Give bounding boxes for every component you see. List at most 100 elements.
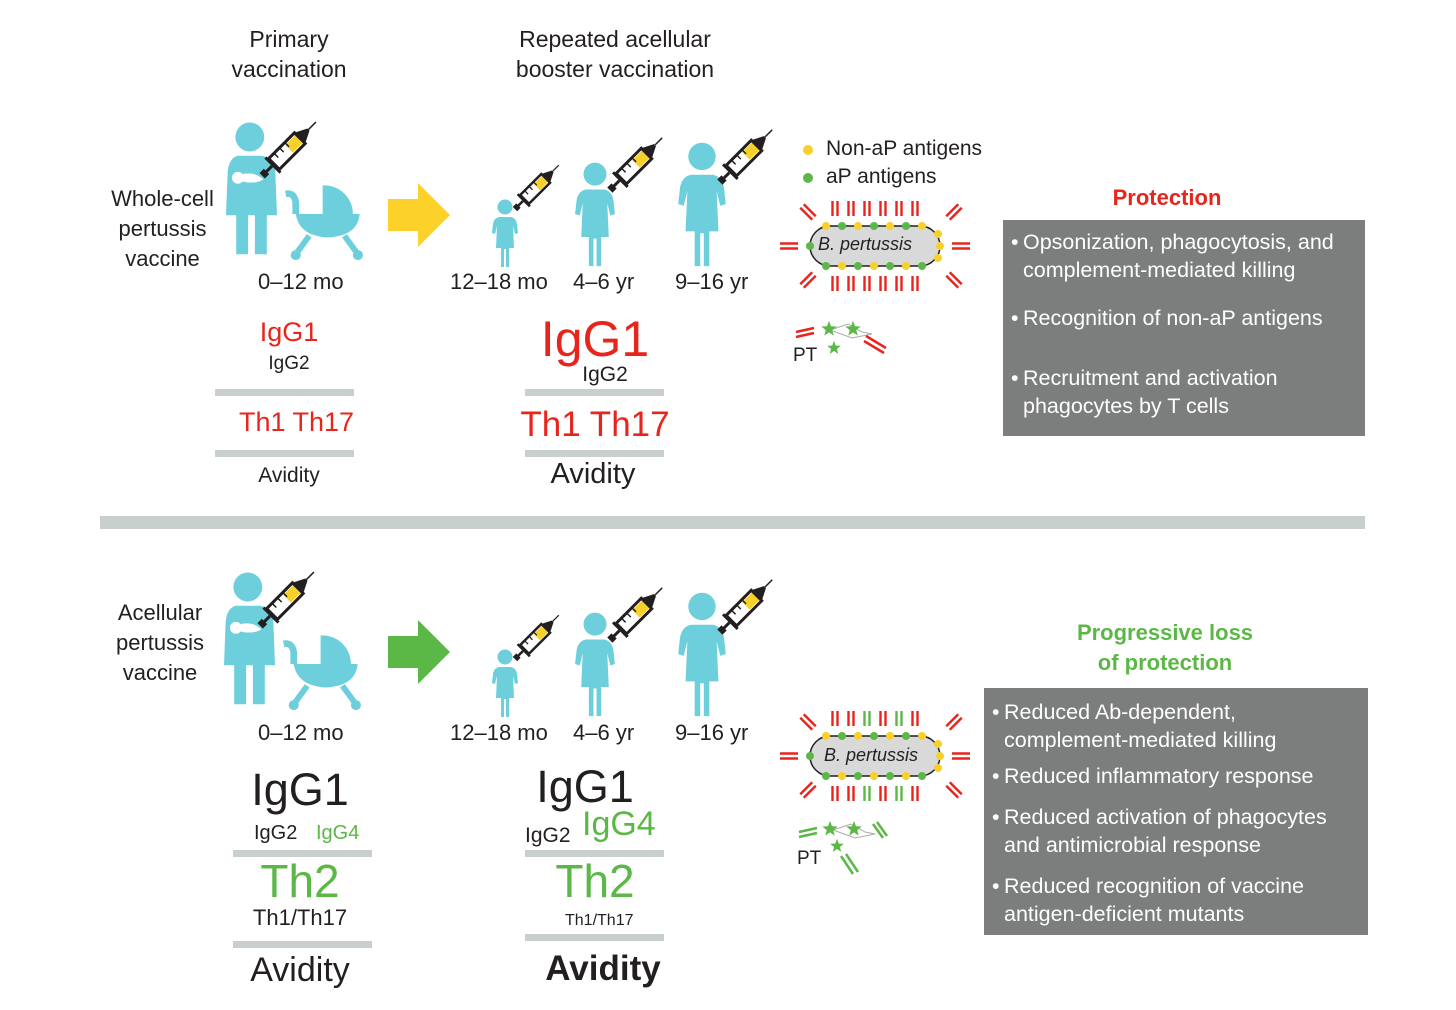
- antigen-dot: [870, 732, 878, 740]
- th1-th17-booster: Th1/Th17: [565, 912, 634, 929]
- antigen-dot: [902, 772, 910, 780]
- antigen-dot: [838, 772, 846, 780]
- antigen-dot: [902, 222, 910, 230]
- antigen-dot: [806, 242, 814, 250]
- antibody-icon: [847, 786, 855, 801]
- antigen-dot: [886, 222, 894, 230]
- section-divider: [100, 516, 1365, 529]
- antibody-icon: [879, 276, 887, 291]
- antibody-icon: [945, 203, 963, 221]
- toxin-antibody-complex: [795, 320, 887, 355]
- antibody-icon: [911, 276, 919, 291]
- th2-primary: Th2: [260, 855, 340, 907]
- bacterium-icon: [780, 711, 970, 801]
- antigen-dot: [918, 262, 926, 270]
- antibody-icon: [895, 276, 903, 291]
- antigen-dot: [936, 752, 944, 760]
- syringe-icon: [598, 128, 672, 202]
- separator-bar: [525, 450, 664, 457]
- antigen-dot: [838, 222, 846, 230]
- antibody-icon: [780, 242, 798, 250]
- antigen-dot: [854, 772, 862, 780]
- arrow-right-icon: [388, 183, 450, 247]
- separator-bar: [233, 850, 372, 857]
- avidity-booster: Avidity: [550, 458, 636, 490]
- antigen-dot: [822, 772, 830, 780]
- loss-item: •Reduced Ab-dependent,complement-mediate…: [992, 700, 1277, 752]
- antigen-dot: [870, 772, 878, 780]
- syringe-icon: [505, 157, 567, 219]
- igg1-booster: IgG1: [536, 761, 634, 812]
- syringe-icon: [598, 578, 672, 652]
- antibody-icon: [879, 711, 887, 726]
- antibody-icon: [831, 711, 839, 726]
- legend-non-ap: Non-aP antigens: [826, 137, 983, 160]
- antibody-icon: [847, 201, 855, 216]
- antigen-dot: [886, 732, 894, 740]
- antibody-icon: [863, 786, 871, 801]
- antibody-icon: [847, 711, 855, 726]
- antibody-icon: [799, 203, 817, 221]
- antigen-dot: [870, 262, 878, 270]
- antibody-icon: [895, 201, 903, 216]
- age-teen: 9–16 yr: [675, 269, 749, 294]
- antibody-icon: [879, 786, 887, 801]
- age-toddler: 12–18 mo: [450, 269, 548, 294]
- antibody-icon: [945, 713, 963, 731]
- age-toddler: 12–18 mo: [450, 720, 548, 745]
- bacterium-label: B. pertussis: [818, 234, 913, 254]
- antibody-icon: [911, 201, 919, 216]
- separator-bar: [215, 450, 354, 457]
- antigen-dot: [838, 732, 846, 740]
- age-infant: 0–12 mo: [258, 269, 344, 294]
- antibody-icon: [863, 276, 871, 291]
- igg4-booster: IgG4: [582, 805, 656, 843]
- age-teen: 9–16 yr: [675, 720, 749, 745]
- igg2-booster: IgG2: [525, 824, 571, 847]
- pt-label: PT: [793, 345, 818, 366]
- antibody-icon: [863, 201, 871, 216]
- antibody-icon: [780, 752, 798, 760]
- antibody-icon: [952, 242, 970, 250]
- antibody-icon: [847, 276, 855, 291]
- syringe-icon: [708, 120, 782, 194]
- antigen-dot: [854, 732, 862, 740]
- age-child: 4–6 yr: [573, 720, 635, 745]
- antigen-dot: [854, 262, 862, 270]
- antigen-dot: [934, 230, 942, 238]
- pt-label: PT: [797, 848, 822, 869]
- antigen-dot: [936, 242, 944, 250]
- antigen-dot: [822, 262, 830, 270]
- antibody-icon: [895, 786, 903, 801]
- antibody-icon: [879, 201, 887, 216]
- antibody-icon: [799, 781, 817, 799]
- antibody-icon: [895, 711, 903, 726]
- avidity-primary: Avidity: [250, 951, 350, 989]
- igg2-primary: IgG2: [268, 353, 310, 374]
- antigen-dot: [838, 262, 846, 270]
- toxin-star-icon: [821, 320, 837, 336]
- antibody-icon: [831, 201, 839, 216]
- igg1-booster: IgG1: [540, 311, 650, 367]
- bacterium-label: B. pertussis: [824, 745, 919, 765]
- separator-bar: [525, 850, 664, 857]
- antigen-dot: [934, 764, 942, 772]
- antigen-dot: [918, 222, 926, 230]
- igg2-booster: IgG2: [582, 363, 628, 386]
- non-ap-antigen-dot: [803, 145, 813, 155]
- toxin-antibody-complex: [798, 820, 889, 875]
- separator-bar: [525, 934, 664, 941]
- antigen-dot: [886, 262, 894, 270]
- igg2-primary: IgG2: [254, 822, 298, 844]
- protection-title: Protection: [1112, 185, 1222, 210]
- igg1-primary: IgG1: [259, 317, 319, 347]
- avidity-booster: Avidity: [545, 949, 661, 988]
- age-infant: 0–12 mo: [258, 720, 344, 745]
- igg1-primary: IgG1: [251, 764, 349, 815]
- antibody-icon: [799, 713, 817, 731]
